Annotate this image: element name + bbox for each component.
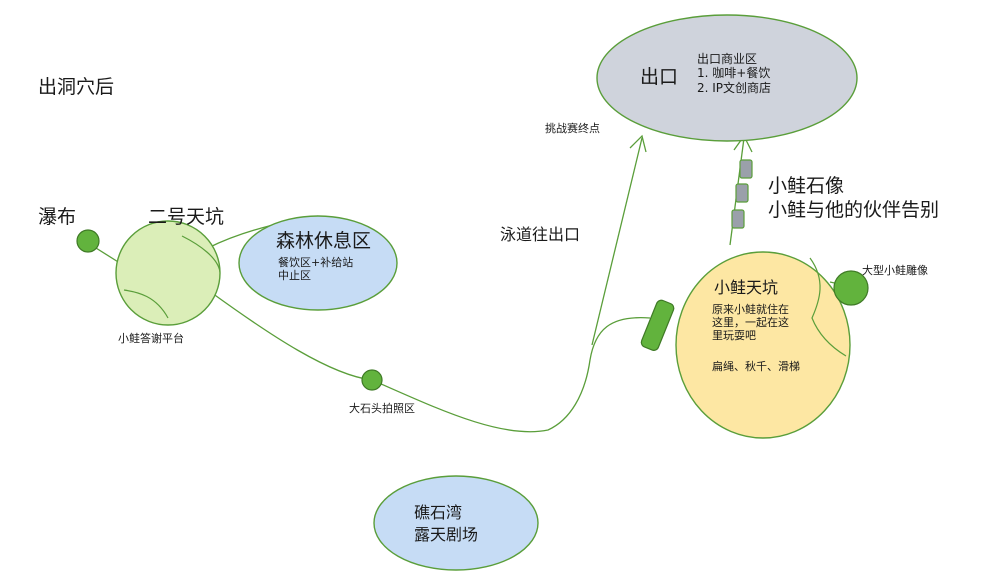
- pit-entrance-tube: [640, 299, 675, 351]
- salmon-pit-title: 小鲑天坑: [714, 278, 779, 297]
- rock-photo-node: [361, 369, 383, 391]
- forest-desc: 餐饮区+补给站 中止区: [278, 256, 354, 283]
- arrow-swim-to-exit: [591, 137, 643, 346]
- big-statue-node: [833, 270, 869, 306]
- pit2-circle: [115, 220, 221, 326]
- forest-rest-area: [238, 215, 398, 311]
- forest-title: 森林休息区: [276, 230, 372, 252]
- pit2-inner-curve-2: [123, 289, 169, 319]
- salmon-pit-inner-curve: [809, 257, 847, 357]
- pit2-label: 二号天坑: [148, 206, 225, 228]
- statue-label: 小鲑石像 小鲑与他的伙伴告别: [768, 175, 940, 221]
- waterfall-label: 瀑布: [38, 206, 77, 228]
- salmon-pit-area: [675, 251, 851, 439]
- big-statue-label: 大型小鲑雕像: [862, 264, 928, 277]
- exit-title: 出口: [640, 66, 679, 88]
- waterfall-node: [76, 229, 100, 253]
- reef-bay-label: 礁石湾 露天剧场: [414, 503, 479, 545]
- statue-block-1: [739, 159, 753, 179]
- arrow-swim-head: [629, 134, 647, 153]
- reef-bay-area: [373, 475, 539, 571]
- statue-block-2: [735, 183, 749, 203]
- platform-label: 小鲑答谢平台: [118, 332, 184, 345]
- salmon-pit-desc: 原来小鲑就住在 这里，一起在这 里玩耍吧: [712, 303, 789, 343]
- exit-area: [596, 14, 858, 142]
- path-pit2-to-swim: [211, 292, 651, 433]
- pit2-inner-curve-1: [181, 235, 221, 273]
- rock-photo-label: 大石头拍照区: [349, 402, 415, 415]
- diagram-title: 出洞穴后: [38, 76, 115, 98]
- salmon-pit-items: 扁绳、秋千、滑梯: [712, 360, 800, 373]
- statue-block-3: [731, 209, 745, 229]
- exit-desc: 出口商业区 1. 咖啡+餐饮 2. IP文创商店: [697, 52, 772, 95]
- swim-route-label: 泳道往出口: [500, 225, 581, 244]
- finish-label: 挑战赛终点: [545, 122, 600, 135]
